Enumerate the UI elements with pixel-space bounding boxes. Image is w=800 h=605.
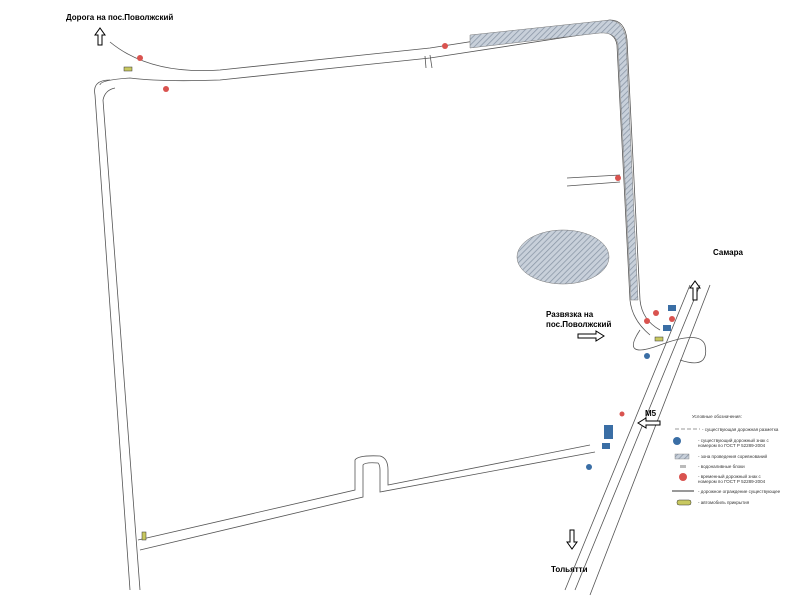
legend-item: - автомобиль прикрытия — [698, 500, 750, 505]
arrow-left-icon — [637, 417, 661, 429]
road-top-inner — [99, 31, 651, 336]
arrow-down-icon — [566, 529, 578, 550]
road-m5 — [564, 284, 711, 596]
road-left-inner — [102, 87, 141, 591]
label-road-poselok: Дорога на пос.Поволжский — [66, 13, 174, 22]
road-left-outer — [94, 79, 131, 591]
existing-signs — [586, 305, 676, 470]
arrow-up-icon — [94, 27, 106, 46]
legend-symbols — [672, 428, 700, 506]
temporary-signs — [137, 43, 675, 417]
label-samara: Самара — [713, 248, 743, 257]
cover-vehicles — [123, 66, 664, 541]
legend-title: Условные обозначения: — [692, 414, 742, 419]
arrow-right-icon — [577, 330, 605, 342]
competition-zone-ellipse — [516, 229, 610, 285]
competition-zone — [469, 19, 639, 301]
arrow-up-icon — [689, 280, 701, 301]
legend-item: - существующая дорожная разметка — [702, 427, 779, 432]
road-top-outer — [109, 19, 661, 331]
legend-item: - водоналивные блоки — [698, 464, 745, 469]
legend-item: - дорожное ограждение существующее — [698, 489, 781, 494]
legend-item: - существующий дорожный знак с номером п… — [698, 438, 769, 448]
legend-item: - временный дорожный знак с номером по Г… — [698, 474, 766, 484]
label-tolyatti: Тольятти — [551, 565, 588, 574]
label-razvyazka: Развязка на пос.Поволжский — [546, 310, 612, 329]
label-m5: М5 — [645, 409, 657, 418]
legend-item: - зона проведения соревнований — [698, 454, 768, 459]
road-bottom — [137, 444, 591, 541]
